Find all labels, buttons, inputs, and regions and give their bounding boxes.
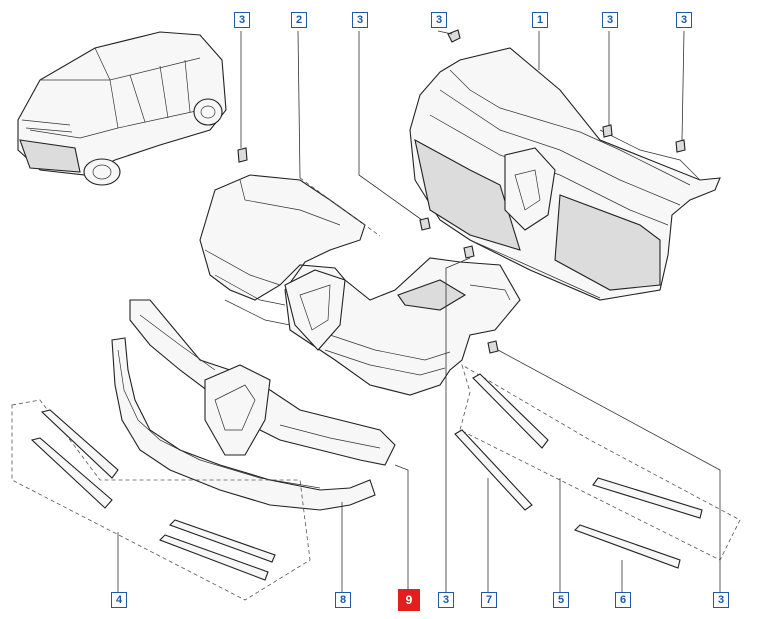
- car-illustration: [17, 31, 227, 186]
- callout-5-right-strips: 5: [553, 592, 569, 608]
- part-2-upper-grille: [199, 174, 521, 396]
- clip-fasteners: [237, 29, 686, 354]
- callout-6-strip: 6: [615, 592, 631, 608]
- callout-9-front-trim-highlighted: 9: [398, 589, 420, 611]
- callout-2-upper-grille: 2: [291, 12, 307, 28]
- callout-3-clip-b: 3: [352, 12, 368, 28]
- part-4-left-chrome-strips: [11, 399, 311, 601]
- part-1-grille-assembly: [409, 47, 721, 301]
- part-8-lower-trim: [111, 337, 376, 511]
- part-5-right-chrome-strips: [454, 364, 741, 569]
- leader-lines: [117, 30, 721, 592]
- callout-4-left-strips: 4: [111, 592, 127, 608]
- callout-3-clip-e: 3: [676, 12, 692, 28]
- callout-1-grille-assembly: 1: [532, 12, 548, 28]
- callout-8-lower-trim: 8: [335, 592, 351, 608]
- callout-3-clip-d: 3: [602, 12, 618, 28]
- callout-7-strip: 7: [481, 592, 497, 608]
- part-9-front-grille-trim: [129, 299, 396, 466]
- callout-3-clip-g: 3: [713, 592, 729, 608]
- callout-3-clip-c: 3: [431, 12, 447, 28]
- callout-3-clip-f: 3: [438, 592, 454, 608]
- callout-3-clip-a: 3: [234, 12, 250, 28]
